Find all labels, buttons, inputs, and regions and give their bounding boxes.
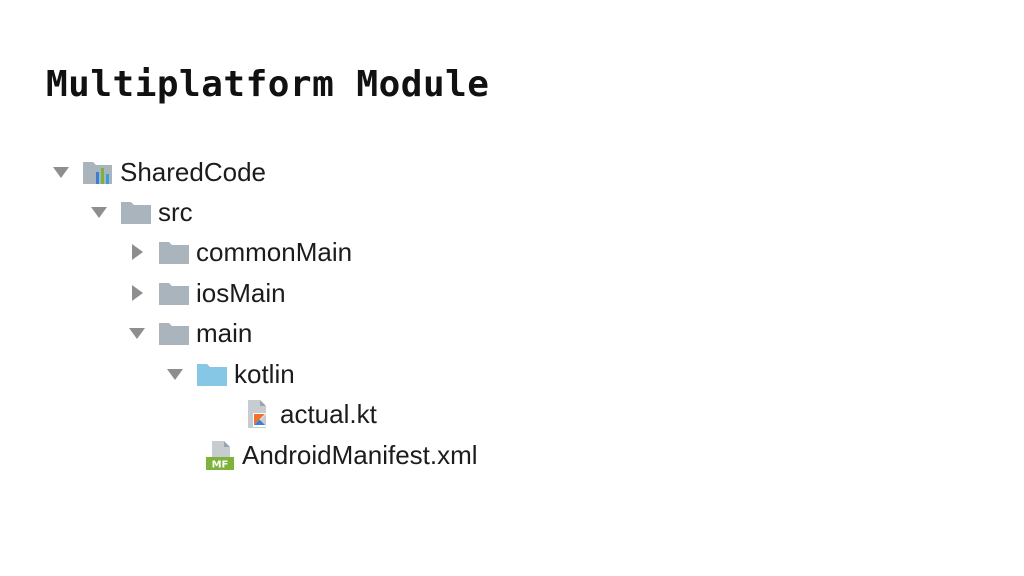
module-folder-icon	[82, 154, 114, 190]
tree-item-label: AndroidManifest.xml	[242, 440, 478, 470]
expand-arrow-icon[interactable]	[88, 194, 110, 230]
tree-item-label: actual.kt	[280, 399, 377, 429]
collapse-arrow-icon[interactable]	[126, 234, 148, 270]
source-folder-icon	[196, 356, 228, 392]
collapse-arrow-icon[interactable]	[126, 275, 148, 311]
tree-item-label: iosMain	[196, 278, 286, 308]
tree-item-label: kotlin	[234, 359, 295, 389]
tree-item-commonmain[interactable]: commonMain	[126, 234, 352, 270]
tree-item-kotlin[interactable]: kotlin	[164, 356, 295, 392]
tree-item-label: src	[158, 197, 193, 227]
tree-item-label: main	[196, 318, 253, 348]
tree-item-sharedcode[interactable]: SharedCode	[50, 154, 266, 190]
expand-arrow-icon[interactable]	[50, 154, 72, 190]
tree-item-androidmanifest[interactable]: MF AndroidManifest.xml	[172, 437, 478, 473]
expand-arrow-icon[interactable]	[164, 356, 186, 392]
folder-icon	[158, 315, 190, 351]
folder-icon	[120, 194, 152, 230]
tree-item-main[interactable]: main	[126, 315, 252, 351]
kotlin-file-icon	[242, 396, 274, 432]
tree-item-iosmain[interactable]: iosMain	[126, 275, 286, 311]
svg-text:MF: MF	[212, 460, 229, 471]
tree-item-label: SharedCode	[120, 157, 266, 187]
expand-arrow-icon[interactable]	[126, 315, 148, 351]
tree-item-actual-kt[interactable]: actual.kt	[210, 396, 377, 432]
folder-icon	[158, 275, 190, 311]
manifest-file-icon: MF	[204, 437, 236, 473]
tree-item-label: commonMain	[196, 237, 353, 267]
tree-item-src[interactable]: src	[88, 194, 193, 230]
folder-icon	[158, 234, 190, 270]
slide-title: Multiplatform Module	[46, 64, 490, 105]
